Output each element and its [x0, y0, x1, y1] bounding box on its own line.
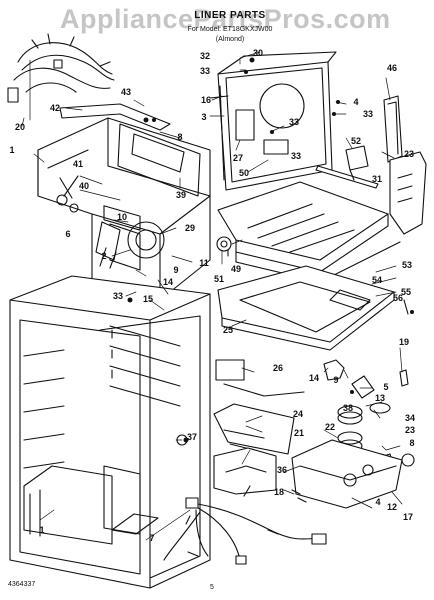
part-callout: 4: [353, 97, 359, 107]
part-callout: 10: [116, 212, 128, 222]
part-callout: 40: [78, 181, 90, 191]
evaporator-cover-assembly: [37, 117, 211, 301]
part-callout: 20: [14, 122, 26, 132]
part-callout: 50: [238, 168, 250, 178]
part-callout: 8: [409, 438, 415, 448]
part-callout: 9: [173, 265, 179, 275]
part-callout: 37: [186, 432, 198, 442]
screw-markers: [127, 57, 414, 443]
part-callout: 17: [402, 512, 414, 522]
part-callout: 4: [375, 497, 381, 507]
part-callout: 23: [404, 425, 416, 435]
part-46-trim: [383, 95, 403, 163]
part-callout: 27: [232, 153, 244, 163]
part-callout: 5: [383, 382, 389, 392]
part-callout: 38: [342, 403, 354, 413]
part-callout: 18: [273, 487, 285, 497]
document-number: 4364337: [8, 581, 36, 588]
part-callout: 34: [404, 413, 416, 423]
model-line: For Model: ET18GKXJW00: [187, 26, 273, 33]
part-callout: 21: [293, 428, 305, 438]
callout-leader-lines: [21, 51, 403, 541]
part-callout: 16: [200, 95, 212, 105]
crisper-shelf: [216, 181, 401, 283]
part-callout: 43: [120, 87, 132, 97]
part-callout: 49: [230, 264, 242, 274]
part-callout: 23: [403, 149, 415, 159]
part-callout: 26: [272, 363, 284, 373]
part-callout: 54: [371, 275, 383, 285]
part-callout: 36: [276, 465, 288, 475]
part-callout: 8: [177, 132, 183, 142]
watermark: AppliancePartsPros.com: [60, 4, 391, 34]
part-callout: 51: [213, 274, 225, 284]
part-callout: 22: [324, 422, 336, 432]
part-callout: 56: [392, 293, 404, 303]
part-callout: 46: [386, 63, 398, 73]
part-callout: 29: [184, 223, 196, 233]
part-callout: 14: [308, 373, 320, 383]
part-callout: 33: [112, 291, 124, 301]
part-callout: 41: [72, 159, 84, 169]
part-callout: 2: [101, 251, 107, 261]
part-callout: 13: [374, 393, 386, 403]
crisper-rail-parts: [315, 145, 427, 235]
color-line: (Almond): [215, 36, 245, 43]
part-callout: 32: [199, 51, 211, 61]
part-callout: 11: [199, 258, 209, 268]
part-callout: 42: [49, 103, 61, 113]
control-housing-assembly: [213, 359, 305, 495]
wiring-harness-top: [7, 33, 115, 103]
part-callout: 1: [9, 145, 15, 155]
part-callout: 55: [400, 287, 412, 297]
part-callout: 33: [362, 109, 374, 119]
page-number: 5: [210, 584, 214, 591]
part-callout: 7: [149, 533, 155, 543]
part-callout: 3: [201, 112, 207, 122]
part-callout: 52: [350, 136, 362, 146]
part-callout: 33: [288, 117, 300, 127]
part-callout: 25: [222, 325, 234, 335]
part-callout: 30: [252, 48, 264, 58]
part-callout: 33: [290, 151, 302, 161]
part-callout: 53: [401, 260, 413, 270]
crisper-cover-frame: [217, 265, 409, 351]
part-42-bracket: [59, 103, 171, 131]
part-callout: 14: [162, 277, 174, 287]
wiring-harness-bottom: [163, 485, 327, 565]
part-callout: 33: [199, 66, 211, 76]
part-callout: 9: [333, 375, 339, 385]
part-callout: 19: [398, 337, 410, 347]
page-title: LINER PARTS: [194, 10, 266, 21]
refrigerator-liner: [9, 275, 211, 589]
part-callout: 31: [371, 174, 383, 184]
part-callout: 12: [386, 502, 398, 512]
part-callout: 1: [39, 525, 45, 535]
part-callout: 15: [142, 294, 154, 304]
part-callout: 39: [175, 190, 187, 200]
part-callout: 24: [292, 409, 304, 419]
small-hardware-parts: [291, 359, 415, 509]
part-callout: 6: [65, 229, 71, 239]
